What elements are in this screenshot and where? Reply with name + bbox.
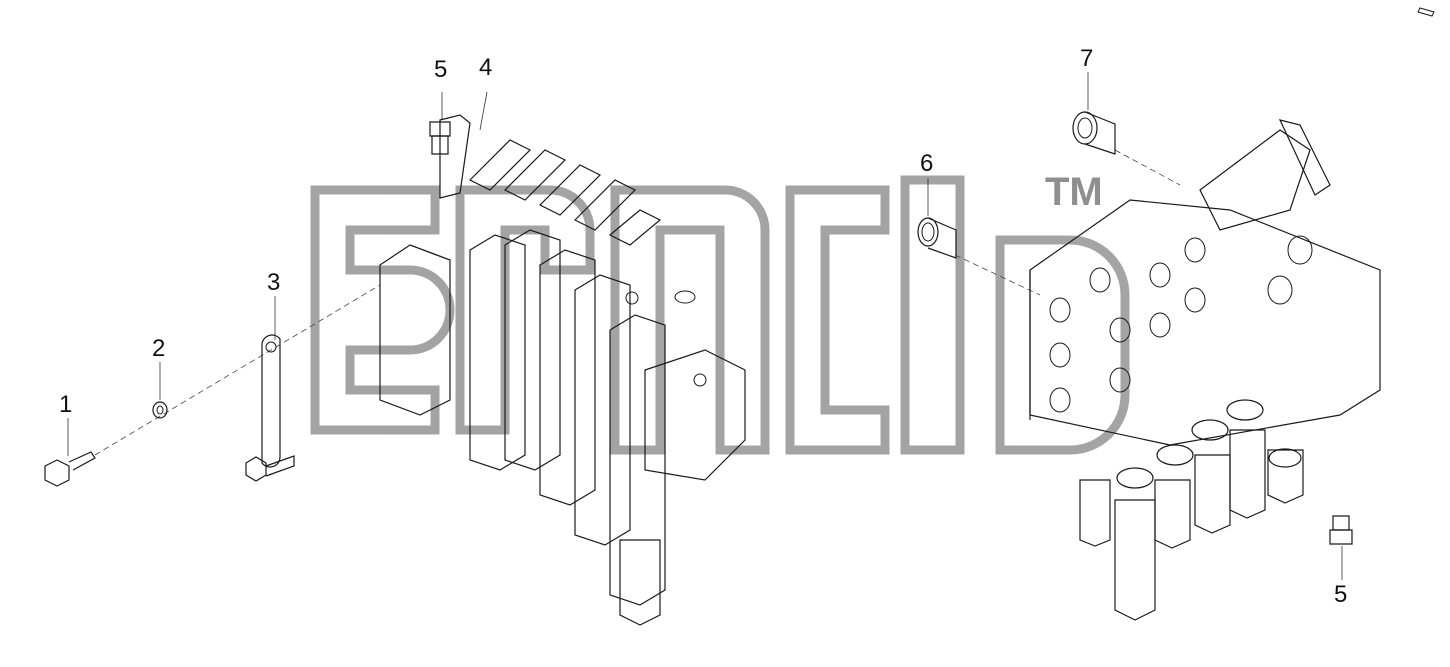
fitting-part-6 bbox=[917, 178, 1041, 296]
callout-3: 3 bbox=[267, 269, 281, 296]
callout-5-bottom: 5 bbox=[1334, 581, 1348, 608]
callout-2: 2 bbox=[152, 335, 166, 362]
callout-6: 6 bbox=[920, 150, 934, 177]
washer-part bbox=[152, 401, 168, 419]
bolt-part bbox=[44, 284, 381, 487]
fitting-part-7 bbox=[1072, 72, 1181, 186]
link-plate-part bbox=[245, 334, 295, 482]
callout-7: 7 bbox=[1080, 45, 1094, 72]
left-valve-assembly bbox=[379, 91, 746, 626]
corner-mark bbox=[1417, 7, 1435, 17]
callout-1: 1 bbox=[59, 391, 73, 418]
plug-part-bottom bbox=[1329, 515, 1353, 580]
callout-4: 4 bbox=[479, 54, 493, 81]
watermark-logo bbox=[310, 175, 1130, 455]
right-valve-assembly bbox=[1029, 119, 1381, 621]
plug-part-top bbox=[429, 92, 451, 155]
callout-5-top: 5 bbox=[434, 56, 448, 83]
watermark-trademark: TM bbox=[1045, 170, 1103, 214]
